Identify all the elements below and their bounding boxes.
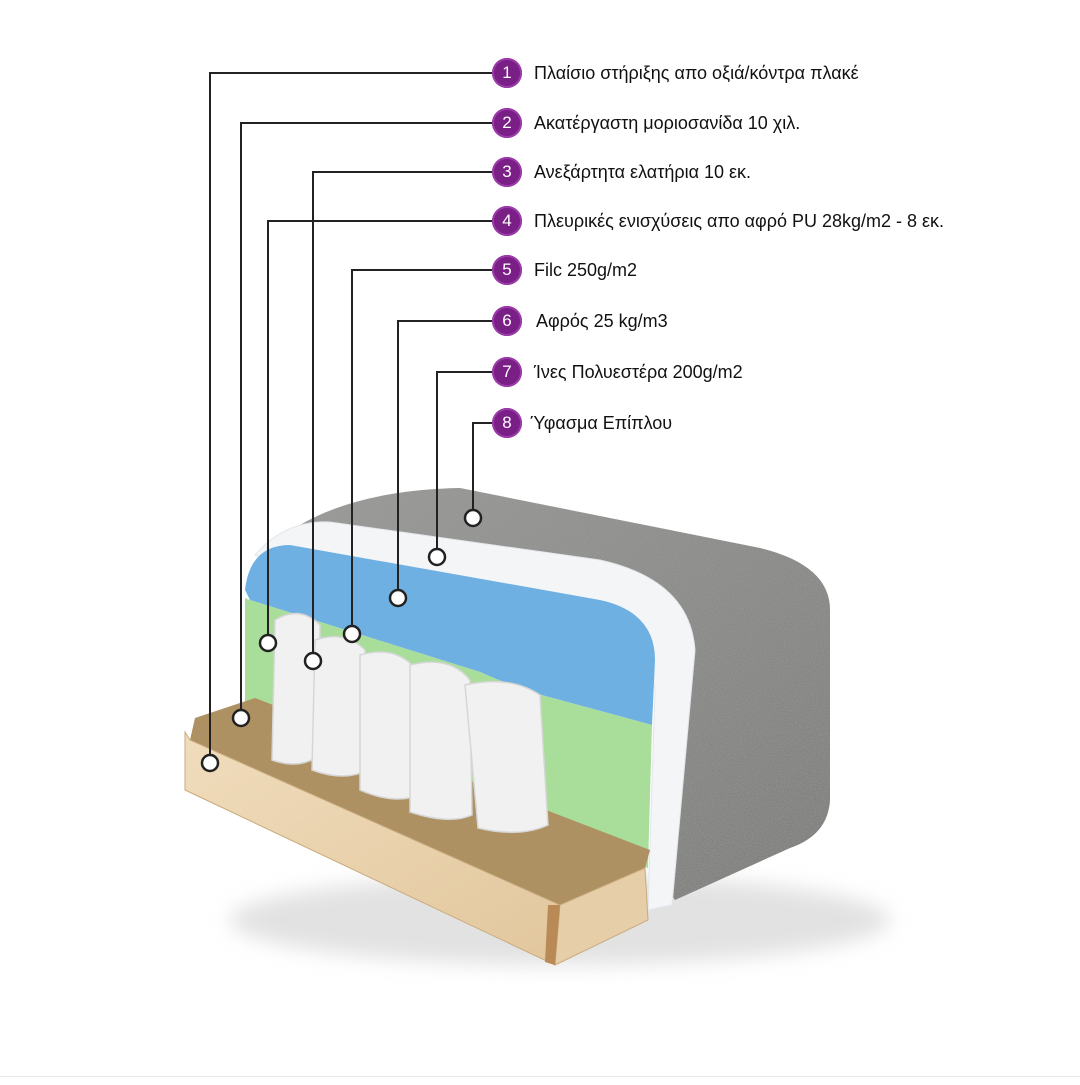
leader-line-7 — [436, 371, 493, 557]
layer-label-5: Filc 250g/m2 — [534, 260, 638, 280]
number-badge-5: 5 — [492, 255, 522, 285]
layer-label-7: Ίνες Πολυεστέρα 200g/m2 — [534, 362, 743, 382]
foam-layer — [245, 545, 655, 725]
marker-dot-8 — [463, 508, 483, 528]
number-badge-7: 7 — [492, 357, 522, 387]
layer-label-1: Πλαίσιο στήριξης απο οξιά/κόντρα πλακέ — [534, 63, 859, 83]
leader-line-8 — [472, 422, 493, 518]
divider — [0, 1076, 1080, 1077]
marker-dot-7 — [427, 547, 447, 567]
number-badge-2: 2 — [492, 108, 522, 138]
pocket-springs — [271, 612, 549, 834]
marker-dot-4 — [258, 633, 278, 653]
marker-dot-1 — [200, 753, 220, 773]
leader-line-1 — [209, 72, 493, 763]
number-badge-3: 3 — [492, 157, 522, 187]
leader-line-2 — [240, 122, 493, 718]
number-badge-4: 4 — [492, 206, 522, 236]
marker-dot-3 — [303, 651, 323, 671]
layer-label-6: Αφρός 25 kg/m3 — [536, 311, 668, 331]
number-badge-6: 6 — [492, 306, 522, 336]
leader-line-6 — [397, 320, 493, 598]
leader-lines — [200, 72, 493, 773]
marker-dot-2 — [231, 708, 251, 728]
fabric-layer — [300, 488, 830, 900]
marker-dot-6 — [388, 588, 408, 608]
marker-dot-5 — [342, 624, 362, 644]
layer-label-2: Ακατέργαστη μοριοσανίδα 10 χιλ. — [534, 113, 801, 133]
layer-label-4: Πλευρικές ενισχύσεις απο αφρό PU 28kg/m2… — [534, 211, 945, 231]
leader-line-4 — [267, 220, 493, 643]
number-badge-8: 8 — [492, 408, 522, 438]
number-badge-1: 1 — [492, 58, 522, 88]
layer-label-3: Ανεξάρτητα ελατήρια 10 εκ. — [534, 162, 752, 182]
layer-label-8: Ύφασμα Επίπλου — [530, 413, 673, 433]
wood-frame — [184, 730, 649, 966]
leader-line-3 — [312, 171, 493, 661]
leader-line-5 — [351, 269, 493, 634]
